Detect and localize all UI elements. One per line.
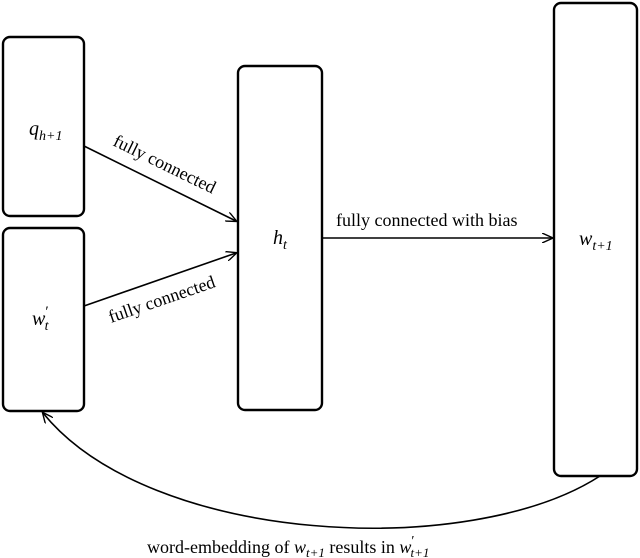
node-w-prime-label: w′t (32, 304, 50, 334)
node-h-label: ht (273, 227, 288, 253)
edge-feedback-curve (43, 413, 601, 529)
feedback-label: word-embedding of wt+1 results in w′t+1 (147, 534, 429, 558)
edge-q-to-h-label: fully connected (110, 131, 219, 198)
node-q-label: qh+1 (29, 118, 62, 144)
node-w-next-label: wt+1 (579, 228, 613, 254)
node-w-next-box (552, 1, 639, 478)
edge-q-to-h (83, 145, 236, 221)
edge-wprime-to-h (83, 253, 236, 307)
edge-h-to-wnext-label: fully connected with bias (336, 210, 517, 230)
node-q-box (1, 35, 86, 218)
edge-wprime-to-h-label: fully connected (106, 272, 218, 327)
